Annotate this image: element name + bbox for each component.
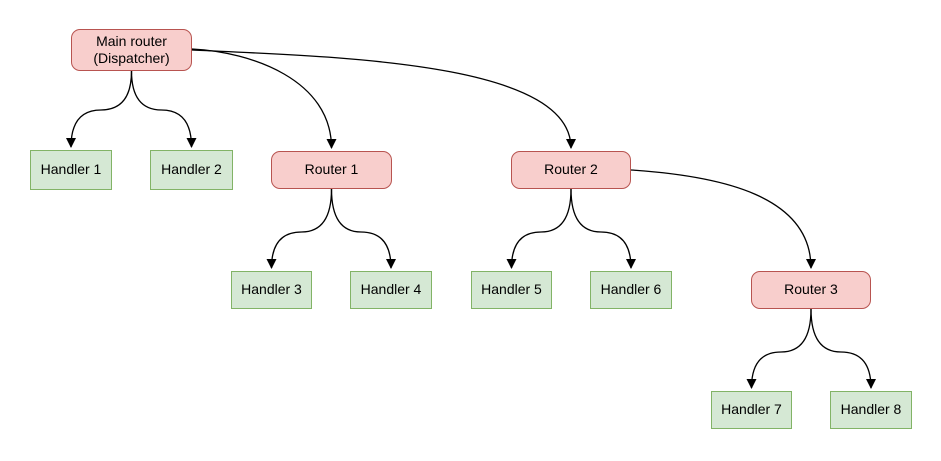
node-main-router-sublabel: (Dispatcher) (93, 50, 170, 66)
node-handler-7-label: Handler 7 (721, 401, 782, 418)
node-router-1[interactable]: Router 1 (271, 151, 392, 189)
edge-main-router-to-router-1 (191, 48, 337, 149)
node-router-2-label: Router 2 (544, 161, 598, 178)
edge-router-1-to-handler-4 (330, 188, 396, 269)
node-handler-7[interactable]: Handler 7 (711, 391, 792, 429)
edge-main-router-to-handler-1 (66, 70, 133, 148)
node-handler-1[interactable]: Handler 1 (30, 150, 112, 190)
node-handler-2-label: Handler 2 (161, 161, 222, 178)
node-handler-5[interactable]: Handler 5 (471, 271, 552, 309)
node-main-router[interactable]: Main router (Dispatcher) (71, 29, 192, 71)
node-router-3-label: Router 3 (784, 281, 838, 298)
node-handler-5-label: Handler 5 (481, 281, 542, 298)
edge-router-1-to-handler-3 (266, 188, 333, 269)
node-main-router-label: Main router (96, 32, 167, 49)
node-handler-6[interactable]: Handler 6 (590, 271, 672, 309)
node-router-2[interactable]: Router 2 (511, 151, 631, 189)
node-handler-8-label: Handler 8 (840, 401, 902, 418)
edge-router-3-to-handler-8 (810, 308, 876, 389)
edge-router-3-to-handler-7 (746, 308, 812, 389)
node-handler-3-label: Handler 3 (241, 281, 302, 298)
node-handler-1-label: Handler 1 (40, 161, 102, 178)
node-handler-4[interactable]: Handler 4 (350, 271, 432, 309)
node-handler-2[interactable]: Handler 2 (150, 150, 233, 190)
node-handler-8[interactable]: Handler 8 (830, 391, 912, 429)
edge-router-2-to-router-3 (630, 169, 816, 269)
edge-router-2-to-handler-5 (506, 188, 572, 269)
node-handler-4-label: Handler 4 (360, 281, 422, 298)
node-router-3[interactable]: Router 3 (751, 271, 871, 309)
node-handler-6-label: Handler 6 (600, 281, 662, 298)
edge-main-router-to-router-2 (191, 49, 576, 149)
node-handler-3[interactable]: Handler 3 (231, 271, 312, 309)
edge-main-router-to-handler-2 (130, 70, 197, 148)
node-router-1-label: Router 1 (304, 161, 359, 178)
edge-router-2-to-handler-6 (570, 188, 636, 269)
